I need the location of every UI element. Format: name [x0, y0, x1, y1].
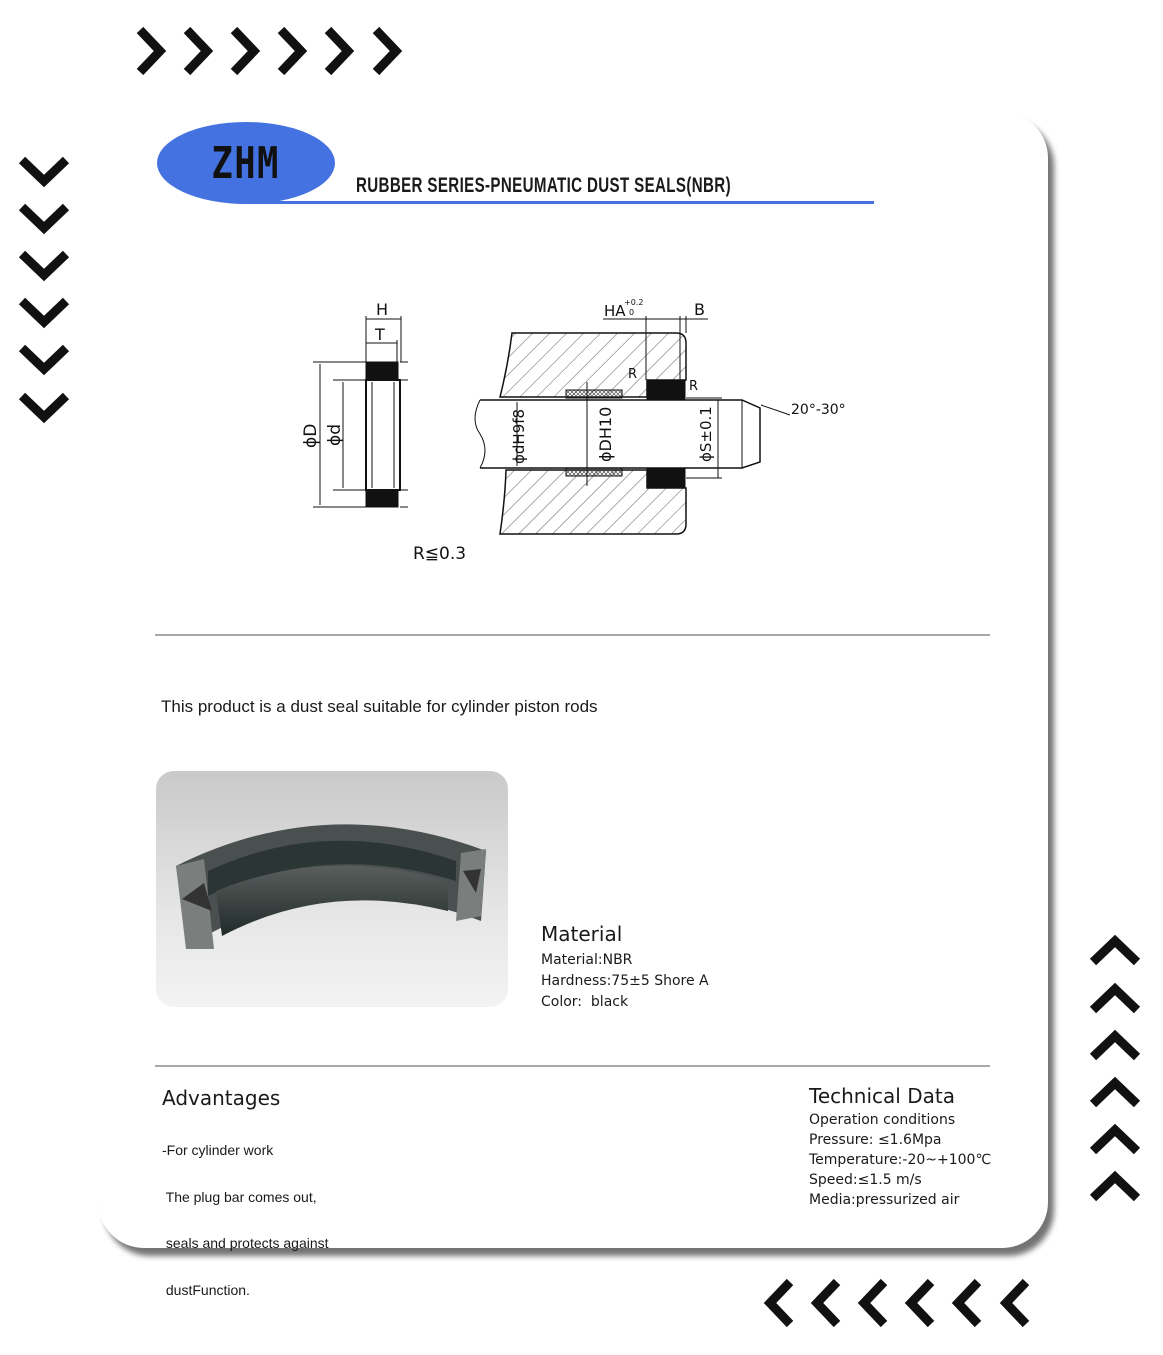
chevron-up-icon: [1089, 934, 1141, 966]
dim-T: T: [374, 325, 385, 344]
dim-angle: 20°-30°: [791, 402, 846, 418]
chevron-up-icon: [1089, 982, 1141, 1014]
chevron-up-icon-column: [1089, 934, 1141, 1202]
chevron-right-icon-row: [136, 26, 403, 76]
chevron-left-icon: [904, 1278, 935, 1328]
dim-DH10: ϕDH10: [596, 407, 615, 462]
chevron-up-icon: [1089, 1029, 1141, 1061]
temperature-line: Temperature:-20~+100℃: [809, 1152, 992, 1168]
title-underline: [245, 201, 874, 204]
chevron-up-icon: [1089, 1076, 1141, 1108]
dim-HA-tol-lower: 0: [629, 308, 634, 317]
dim-R2: R: [689, 379, 698, 394]
dim-HA: HA: [604, 302, 626, 320]
chevron-down-icon: [18, 203, 70, 235]
color-line: Color: black: [541, 994, 629, 1010]
chevron-left-icon: [810, 1278, 841, 1328]
chevron-left-icon: [951, 1278, 982, 1328]
advantages-section: Advantages -For cylinder work The plug b…: [162, 1086, 329, 1329]
technical-line: Operation conditions: [809, 1112, 956, 1128]
chevron-up-icon: [1089, 1170, 1141, 1202]
housing-section: [474, 316, 791, 535]
chevron-left-icon: [763, 1278, 794, 1328]
dim-d: ϕd: [325, 424, 345, 446]
chevron-down-icon: [18, 344, 70, 376]
page-title: RUBBER SERIES-PNEUMATIC DUST SEALS(NBR): [356, 174, 731, 197]
technical-drawing: H T ϕD ϕd HA +0.2 0 B R R 20°-30° ϕdH9f8…: [301, 298, 846, 564]
chevron-right-icon: [324, 26, 355, 76]
chevron-right-icon: [183, 26, 214, 76]
dim-D: ϕD: [301, 424, 321, 448]
chevron-down-icon-column: [18, 156, 70, 424]
dim-HA-tol-upper: +0.2: [624, 298, 643, 307]
technical-data-section: Technical Data Operation conditions Pres…: [809, 1084, 991, 1210]
divider: [155, 1065, 990, 1067]
dim-B: B: [694, 300, 705, 319]
chevron-down-icon: [18, 297, 70, 329]
chevron-left-icon: [857, 1278, 888, 1328]
hardness-line: Hardness:75±5 Shore A: [541, 973, 709, 989]
product-photo: [156, 771, 508, 1007]
advantage-line: -For cylinder work: [162, 1142, 274, 1158]
media-line: Media:pressurized air: [809, 1192, 960, 1208]
logo-text: ZHM: [211, 137, 281, 189]
advantage-line: seals and protects against: [162, 1235, 329, 1251]
seal-section: [313, 316, 408, 508]
brand-logo: ZHM: [157, 122, 335, 204]
product-card: [98, 112, 1048, 1248]
chevron-left-icon: [999, 1278, 1030, 1328]
chevron-down-icon: [18, 250, 70, 282]
advantage-line: The plug bar comes out,: [162, 1188, 317, 1205]
chevron-right-icon: [136, 26, 167, 76]
technical-heading: Technical Data: [809, 1084, 955, 1108]
speed-line: Speed:≤1.5 m/s: [809, 1172, 922, 1188]
chevron-right-icon: [277, 26, 308, 76]
chevron-right-icon: [230, 26, 261, 76]
chevron-down-icon: [18, 392, 70, 424]
material-heading: Material: [541, 922, 623, 946]
chevron-right-icon: [372, 26, 403, 76]
dim-R1: R: [628, 367, 637, 382]
dust-seal-image: [176, 824, 486, 949]
dim-S: ϕS±0.1: [697, 406, 715, 462]
divider: [155, 634, 990, 636]
radius-note: R≦0.3: [413, 544, 466, 564]
chevron-left-icon-row: [763, 1278, 1030, 1328]
product-description: This product is a dust seal suitable for…: [161, 697, 598, 716]
advantages-heading: Advantages: [162, 1086, 281, 1110]
dim-H: H: [376, 300, 388, 319]
dim-dH9f8: ϕdH9f8: [510, 409, 528, 464]
material-line: Material:NBR: [541, 952, 633, 968]
chevron-down-icon: [18, 156, 70, 188]
chevron-up-icon: [1089, 1123, 1141, 1155]
pressure-line: Pressure: ≤1.6Mpa: [809, 1132, 942, 1148]
advantage-line: dustFunction.: [162, 1281, 250, 1298]
material-section: Material Material:NBR Hardness:75±5 Shor…: [541, 922, 709, 1013]
